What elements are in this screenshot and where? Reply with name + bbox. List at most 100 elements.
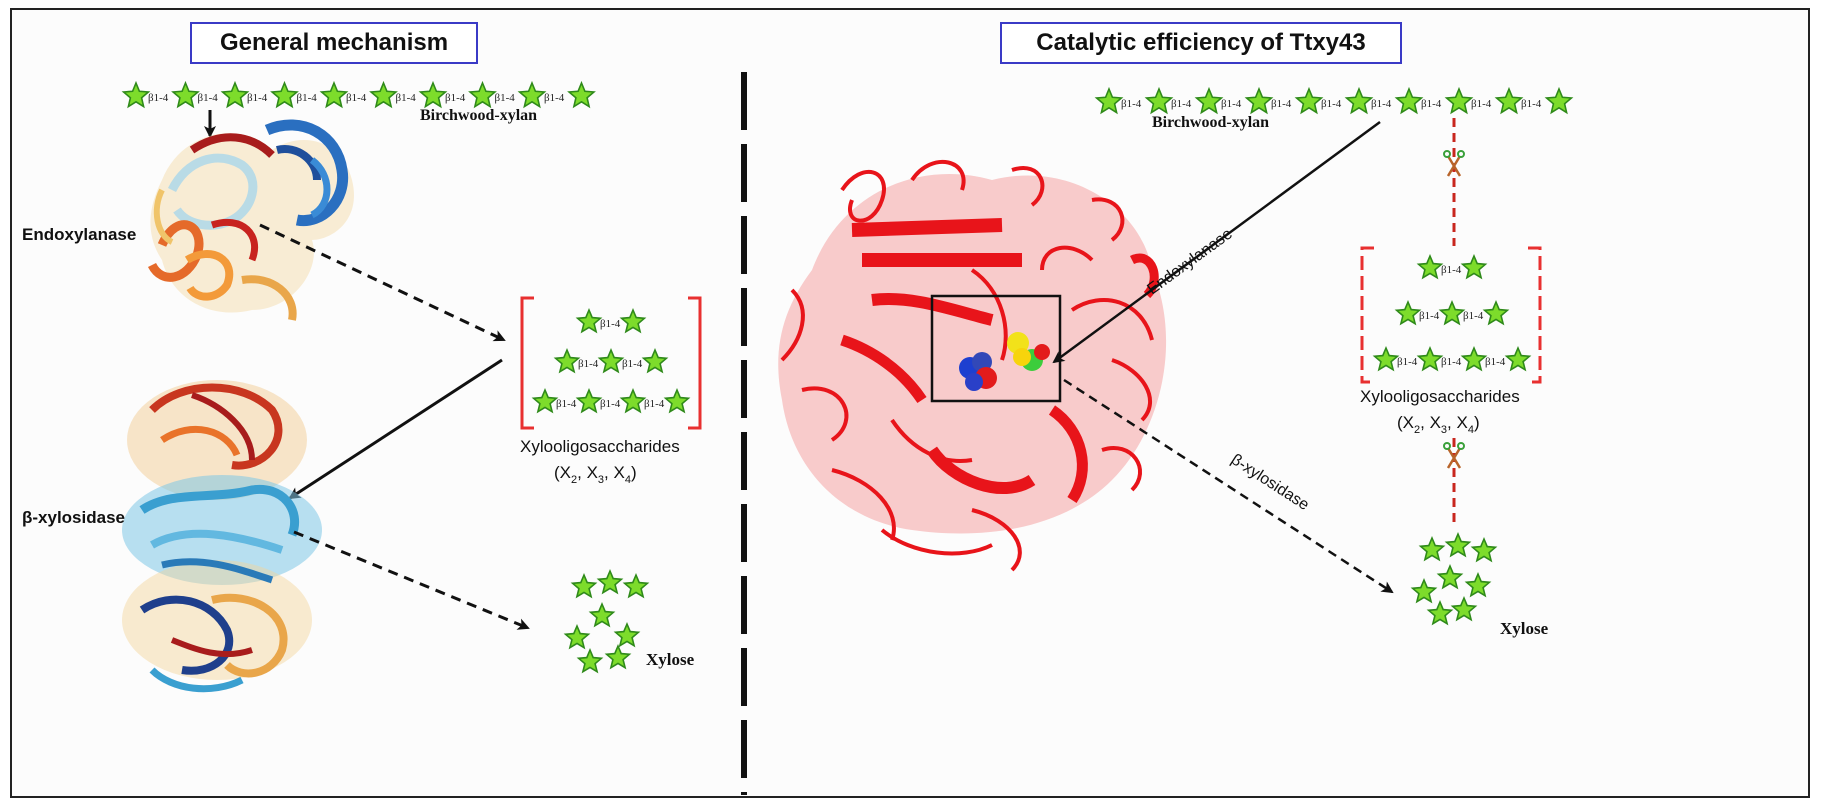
glycosidic-link-label: β1-4: [396, 92, 417, 104]
xylose-star-icon: [1470, 536, 1498, 563]
xylose-star-icon: [1464, 571, 1492, 598]
xylose-star-icon: [575, 307, 603, 334]
glycosidic-link-label: β1-4: [1471, 98, 1492, 110]
right-xos-bracket: [1360, 246, 1542, 384]
xylose-star-icon: [641, 347, 669, 374]
left-title-text: General mechanism: [219, 29, 449, 56]
xylose-star-icon: [1418, 535, 1446, 562]
glycosidic-link-label: β1-4: [600, 398, 621, 410]
xylose-star-icon: [319, 80, 349, 109]
left-products-subtitle: (X2, X3, X4): [554, 463, 637, 486]
xylose-star-icon: [613, 621, 641, 648]
xylose-star-icon: [1444, 86, 1474, 115]
xylose-star-icon: [1544, 86, 1574, 115]
xylose-star-icon: [663, 387, 691, 414]
right-xylose-label: Xylose: [1500, 619, 1549, 638]
xylose-star-icon: [597, 347, 625, 374]
diagram-canvas: β1-4 β1-4 β1-4 β1-4 β1-4 β1-4 β1-4 β1-4 β1-4 Bir…: [22, 72, 1574, 795]
left-xos-bracket: [520, 296, 702, 430]
glycosidic-link-label: β1-4: [148, 92, 169, 104]
xylose-star-icon: [1294, 86, 1324, 115]
glycosidic-link-label: β1-4: [622, 358, 643, 370]
left-xylose-monomers: [563, 568, 650, 674]
glycosidic-link-label: β1-4: [346, 92, 367, 104]
glycosidic-link-label: β1-4: [578, 358, 599, 370]
xylose-star-icon: [1494, 86, 1524, 115]
left-enzyme2-label: β-xylosidase: [22, 508, 125, 527]
glycosidic-link-label: β1-4: [1441, 356, 1462, 368]
glycosidic-link-label: β1-4: [600, 318, 621, 330]
endoxylanase-structure: [147, 119, 354, 321]
ttxy43-structure: [778, 160, 1167, 572]
glycosidic-link-label: β1-4: [544, 92, 565, 104]
glycosidic-link-label: β1-4: [1121, 98, 1142, 110]
xylose-star-icon: [1482, 299, 1510, 326]
xylose-star-icon: [604, 643, 632, 670]
figure-frame: General mechanism Catalytic efficiency o…: [10, 8, 1810, 798]
right-panel-title: Catalytic efficiency of Ttxy43: [1000, 22, 1402, 64]
xylose-star-icon: [570, 572, 598, 599]
left-products-label: Xylooligosaccharides: [520, 437, 680, 456]
xylose-star-icon: [517, 80, 547, 109]
glycosidic-link-label: β1-4: [1485, 356, 1506, 368]
xylose-star-icon: [1504, 345, 1532, 372]
xylose-star-icon: [1394, 86, 1424, 115]
xylose-star-icon: [1394, 299, 1422, 326]
xylose-star-icon: [468, 80, 497, 109]
left-dashed-arrow-xylose: [293, 530, 530, 630]
xylose-star-icon: [1460, 345, 1488, 372]
glycosidic-link-label: β1-4: [445, 92, 466, 104]
left-substrate-label: Birchwood-xylan: [420, 107, 537, 124]
glycosidic-link-label: β1-4: [1171, 98, 1192, 110]
xylose-star-icon: [563, 623, 591, 650]
left-panel-title: General mechanism: [190, 22, 478, 64]
xylose-star-icon: [369, 80, 398, 109]
xylose-star-icon: [418, 80, 448, 109]
right-enzyme2-label: β-xylosidase: [1228, 451, 1312, 514]
xylose-star-icon: [531, 387, 559, 414]
xylose-star-icon: [171, 80, 200, 109]
glycosidic-link-label: β1-4: [297, 92, 318, 104]
glycosidic-link-label: β1-4: [1463, 310, 1484, 322]
left-xylose-label: Xylose: [646, 650, 695, 669]
active-site-box: [930, 294, 1062, 403]
xylose-star-icon: [1438, 299, 1466, 326]
left-dashed-arrow-xos: [259, 223, 506, 342]
xylose-star-icon: [1416, 253, 1444, 280]
xylose-star-icon: [1426, 599, 1454, 626]
glycosidic-link-label: β1-4: [1371, 98, 1392, 110]
xylose-star-icon: [1344, 86, 1374, 115]
xylose-star-icon: [1450, 595, 1478, 622]
xylose-star-icon: [121, 80, 151, 109]
right-substrate-label: Birchwood-xylan: [1152, 114, 1269, 131]
xylose-star-icon: [622, 572, 650, 599]
xylose-star-icon: [220, 80, 250, 109]
xylose-star-icon: [619, 307, 647, 334]
glycosidic-link-label: β1-4: [198, 92, 219, 104]
xylose-star-icon: [1410, 577, 1438, 604]
glycosidic-link-label: β1-4: [1321, 98, 1342, 110]
xylose-star-icon: [1416, 345, 1444, 372]
xylose-star-icon: [619, 387, 647, 414]
glycosidic-link-label: β1-4: [556, 398, 577, 410]
glycosidic-link-label: β1-4: [1419, 310, 1440, 322]
right-endoxylanase-arrow: [1052, 120, 1381, 364]
scissors-icon: [1443, 150, 1465, 177]
left-solid-arrow-bxyl: [288, 358, 503, 500]
right-enzyme1-label: Endoxylanase: [1144, 225, 1235, 298]
xylose-star-icon: [1436, 563, 1464, 590]
right-bxyl-arrow: [1063, 378, 1394, 594]
right-products-label: Xylooligosaccharides: [1360, 387, 1520, 406]
right-products-subtitle: (X2, X3, X4): [1397, 413, 1480, 436]
xylose-star-icon: [596, 568, 624, 595]
glycosidic-link-label: β1-4: [1441, 264, 1462, 276]
xylose-star-icon: [1244, 86, 1274, 115]
xylose-star-icon: [575, 387, 603, 414]
xylose-star-icon: [588, 601, 616, 628]
xylose-star-icon: [1444, 531, 1472, 558]
xylose-star-icon: [576, 647, 604, 674]
right-title-text: Catalytic efficiency of Ttxy43: [1036, 29, 1366, 56]
